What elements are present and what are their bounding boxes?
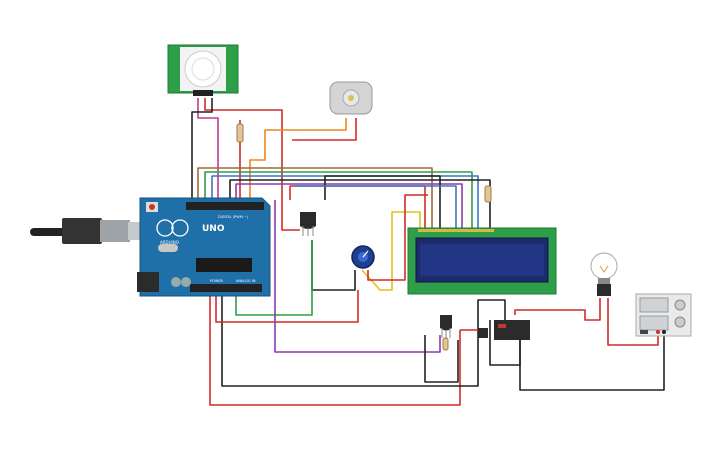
atmega-chip [196, 258, 252, 272]
wire-red-relay[interactable] [514, 298, 601, 321]
wire-green-1[interactable] [204, 171, 473, 230]
wire-red-supply[interactable] [607, 298, 659, 346]
wire-red-pot[interactable] [367, 194, 428, 281]
wire-motor-red[interactable] [292, 118, 357, 141]
power-jack [137, 272, 159, 292]
wire-motor-orange[interactable] [249, 118, 347, 200]
arduino-board[interactable]: UNO ARDUINO DIGITAL (PWM ~) POWER ANALOG… [137, 197, 271, 297]
wire-purple-bottom[interactable] [274, 200, 441, 353]
temperature-sensor-icon[interactable] [300, 212, 316, 236]
analog-label: ANALOG IN [236, 279, 256, 283]
wire-purple-top[interactable] [235, 183, 463, 230]
wire-black-lcd[interactable] [324, 175, 441, 230]
arduino-logo-icon [156, 219, 174, 237]
crystal [158, 244, 178, 252]
resistor-icon-lcd[interactable] [484, 185, 492, 203]
wire-red-bottom[interactable] [209, 292, 461, 406]
diode-icon[interactable] [478, 328, 488, 338]
wire-black-top[interactable] [229, 179, 491, 230]
digital-header [186, 202, 264, 210]
pir-motion-sensor-icon[interactable] [167, 44, 239, 96]
power-supply-icon[interactable] [635, 293, 692, 337]
wire-brown[interactable] [197, 167, 433, 230]
potentiometer-icon[interactable] [351, 245, 375, 269]
wire-pir-black[interactable] [191, 98, 213, 200]
wire-black-relay[interactable] [424, 335, 459, 383]
wire-yellow-pot[interactable] [361, 211, 421, 291]
power-analog-header [190, 284, 262, 292]
npn-transistor-icon[interactable] [440, 315, 452, 351]
wire-black-pot[interactable] [311, 240, 356, 291]
light-bulb-icon[interactable] [590, 252, 618, 296]
wire-black-bottom[interactable] [221, 292, 506, 387]
brand-mark: ARDUINO [160, 240, 179, 245]
relay-icon[interactable] [478, 320, 530, 340]
board-logo: UNO [202, 224, 225, 234]
wire-blue-lcd[interactable] [295, 185, 457, 230]
wire-pir-magenta[interactable] [197, 98, 219, 200]
power-label: POWER [210, 279, 224, 283]
lcd-16x2-display-icon[interactable] [407, 227, 557, 295]
wire-green-bottom[interactable] [235, 240, 313, 316]
wire-pir-red[interactable] [204, 98, 300, 231]
wire-red-a0[interactable] [215, 290, 359, 323]
usb-cable-icon [30, 218, 140, 244]
resistor-icon[interactable] [236, 123, 244, 143]
digital-label: DIGITAL (PWM ~) [218, 215, 249, 219]
wire-black-supply[interactable] [519, 334, 665, 391]
dc-motor-icon[interactable] [329, 81, 373, 115]
